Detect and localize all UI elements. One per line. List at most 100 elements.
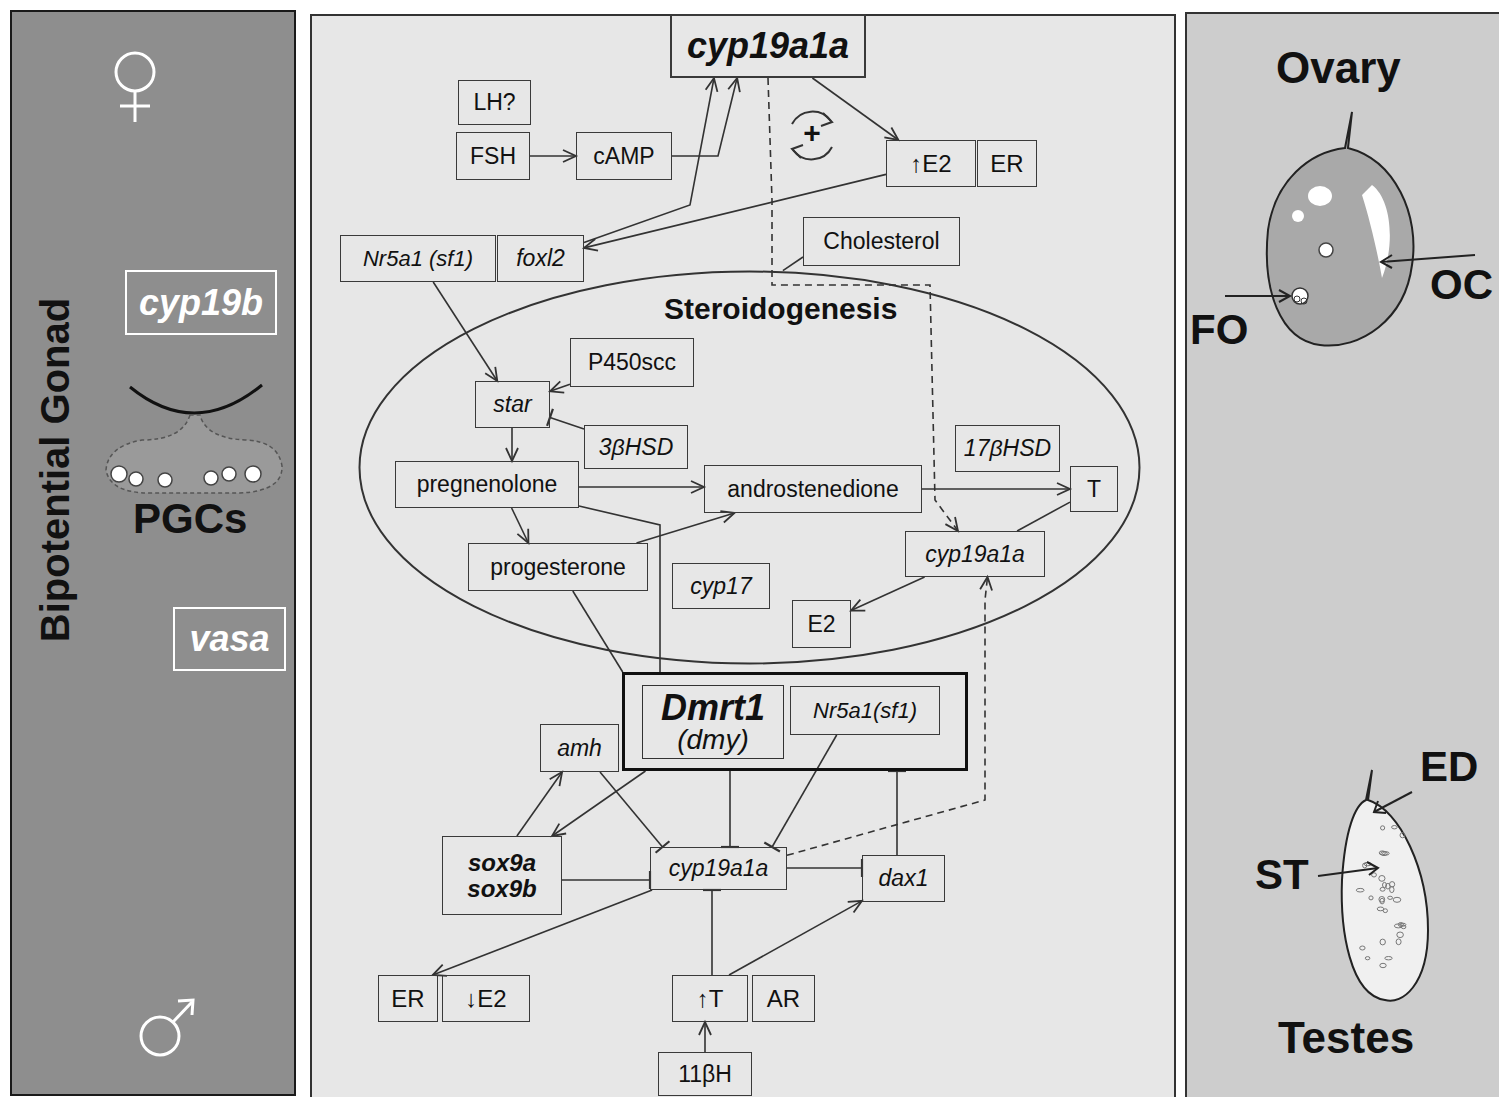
speckle: [1385, 957, 1392, 960]
connector: [600, 772, 669, 853]
node-text: cyp17: [690, 574, 751, 598]
gene-box: Nr5a1 (sf1): [340, 235, 496, 282]
gonad-panel: Bipotential Gonad cyp19b vasa: [10, 10, 296, 1096]
speckle: [1363, 863, 1367, 868]
gene-box: Nr5a1(sf1): [790, 686, 940, 735]
gene-box: cyp19a1a: [650, 847, 787, 890]
connector-line: [573, 591, 623, 672]
structure-label: OC: [1430, 261, 1493, 308]
connector-line: [552, 771, 646, 836]
connector-line: [637, 513, 735, 543]
connector: [579, 481, 704, 493]
node-text: (dmy): [677, 726, 749, 754]
node-text: 11βH: [678, 1062, 732, 1086]
node-text: Nr5a1(sf1): [813, 699, 917, 722]
speckle: [1379, 897, 1385, 903]
connector-line: [729, 771, 731, 847]
enzyme-box: cyp17: [672, 563, 770, 609]
arrowhead: [563, 150, 576, 162]
connector: [787, 577, 992, 855]
inner-frame: Dmrt1(dmy): [642, 685, 784, 759]
receptor-box: ER: [977, 140, 1037, 187]
connector: [1017, 502, 1070, 531]
pgc-illustration: [106, 385, 282, 493]
node-text: ER: [990, 151, 1023, 176]
node-text: 3βHSD: [599, 435, 674, 459]
ellipse-outline: [358, 270, 1141, 665]
connector-line: [579, 486, 704, 488]
connector: [506, 428, 518, 461]
structure-label: ST: [1255, 851, 1309, 898]
node-text: cyp19a1a: [669, 856, 769, 880]
enzyme-box: 3βHSD: [584, 425, 688, 469]
structure-label: ED: [1420, 743, 1478, 790]
node-text: amh: [557, 736, 602, 760]
gene-box: dax1: [862, 855, 945, 902]
connector: [851, 577, 925, 611]
connector-line: [512, 508, 529, 543]
arrowhead: [851, 600, 865, 611]
speckle: [1396, 939, 1401, 945]
connector-line: [1017, 502, 1070, 531]
connector-line: [600, 772, 663, 847]
node-text: Nr5a1 (sf1): [363, 247, 473, 270]
connector-line: [783, 257, 803, 271]
hormone-box: LH?: [458, 80, 531, 125]
connector: [433, 890, 652, 976]
node-text: ↑E2: [910, 151, 951, 176]
speckle: [1386, 883, 1390, 889]
gene-box: vasa: [173, 607, 286, 671]
speckle: [1397, 932, 1404, 938]
node-text: androstenedione: [727, 477, 898, 501]
label-holder: +: [800, 116, 824, 149]
enzyme-box: P450scc: [570, 338, 694, 387]
label-holder: PGCs: [133, 496, 247, 542]
arrowhead: [706, 78, 718, 92]
connector-line: [851, 577, 925, 611]
feedback-cycle-symbol: [792, 112, 832, 160]
node-text: P450scc: [588, 350, 676, 374]
speckle: [1356, 888, 1364, 892]
node-text: LH?: [473, 90, 515, 114]
structure-label: FO: [1190, 306, 1248, 353]
speckle: [1380, 963, 1386, 967]
gene-box: star: [475, 381, 550, 428]
arrowhead: [699, 1022, 711, 1035]
speckle: [1398, 923, 1403, 927]
node-text: star: [493, 392, 531, 416]
node-text: cyp19a1a: [687, 27, 849, 65]
arrowhead: [980, 577, 992, 591]
node-text: Dmrt1: [661, 690, 765, 726]
hormone-box: ↑T: [672, 975, 748, 1022]
connector: [517, 772, 562, 836]
connector-line: [812, 78, 898, 140]
gene-box: sox9a sox9b: [442, 836, 562, 915]
steroid-box: E2: [792, 600, 851, 648]
organ-label: Ovary: [1276, 43, 1401, 92]
node-text: cyp19b: [139, 284, 263, 322]
arrowhead: [848, 901, 862, 913]
connector-line: [433, 282, 497, 381]
organ-label: Testes: [1278, 1013, 1414, 1062]
connector-line: [517, 772, 562, 836]
connector: [573, 591, 623, 672]
node-text: AR: [767, 986, 800, 1011]
middle-panel: [310, 14, 1176, 1097]
arrowhead: [584, 239, 598, 251]
arrowhead: [728, 78, 740, 92]
speckle: [1393, 897, 1401, 902]
connector: [547, 409, 584, 429]
arrowhead: [552, 824, 566, 836]
ovary-illustration: [1267, 112, 1414, 346]
panel-heading: Bipotential Gonad: [33, 298, 77, 642]
arrowhead: [884, 128, 898, 140]
connector-line: [550, 417, 584, 429]
connector-line: [896, 771, 898, 855]
connector: [703, 890, 721, 975]
connector: [699, 1022, 711, 1052]
label-holder: Testes: [1278, 1014, 1414, 1062]
gene-box: amh: [540, 724, 619, 772]
label-holder: ED: [1420, 744, 1478, 790]
arrowhead: [485, 367, 497, 381]
